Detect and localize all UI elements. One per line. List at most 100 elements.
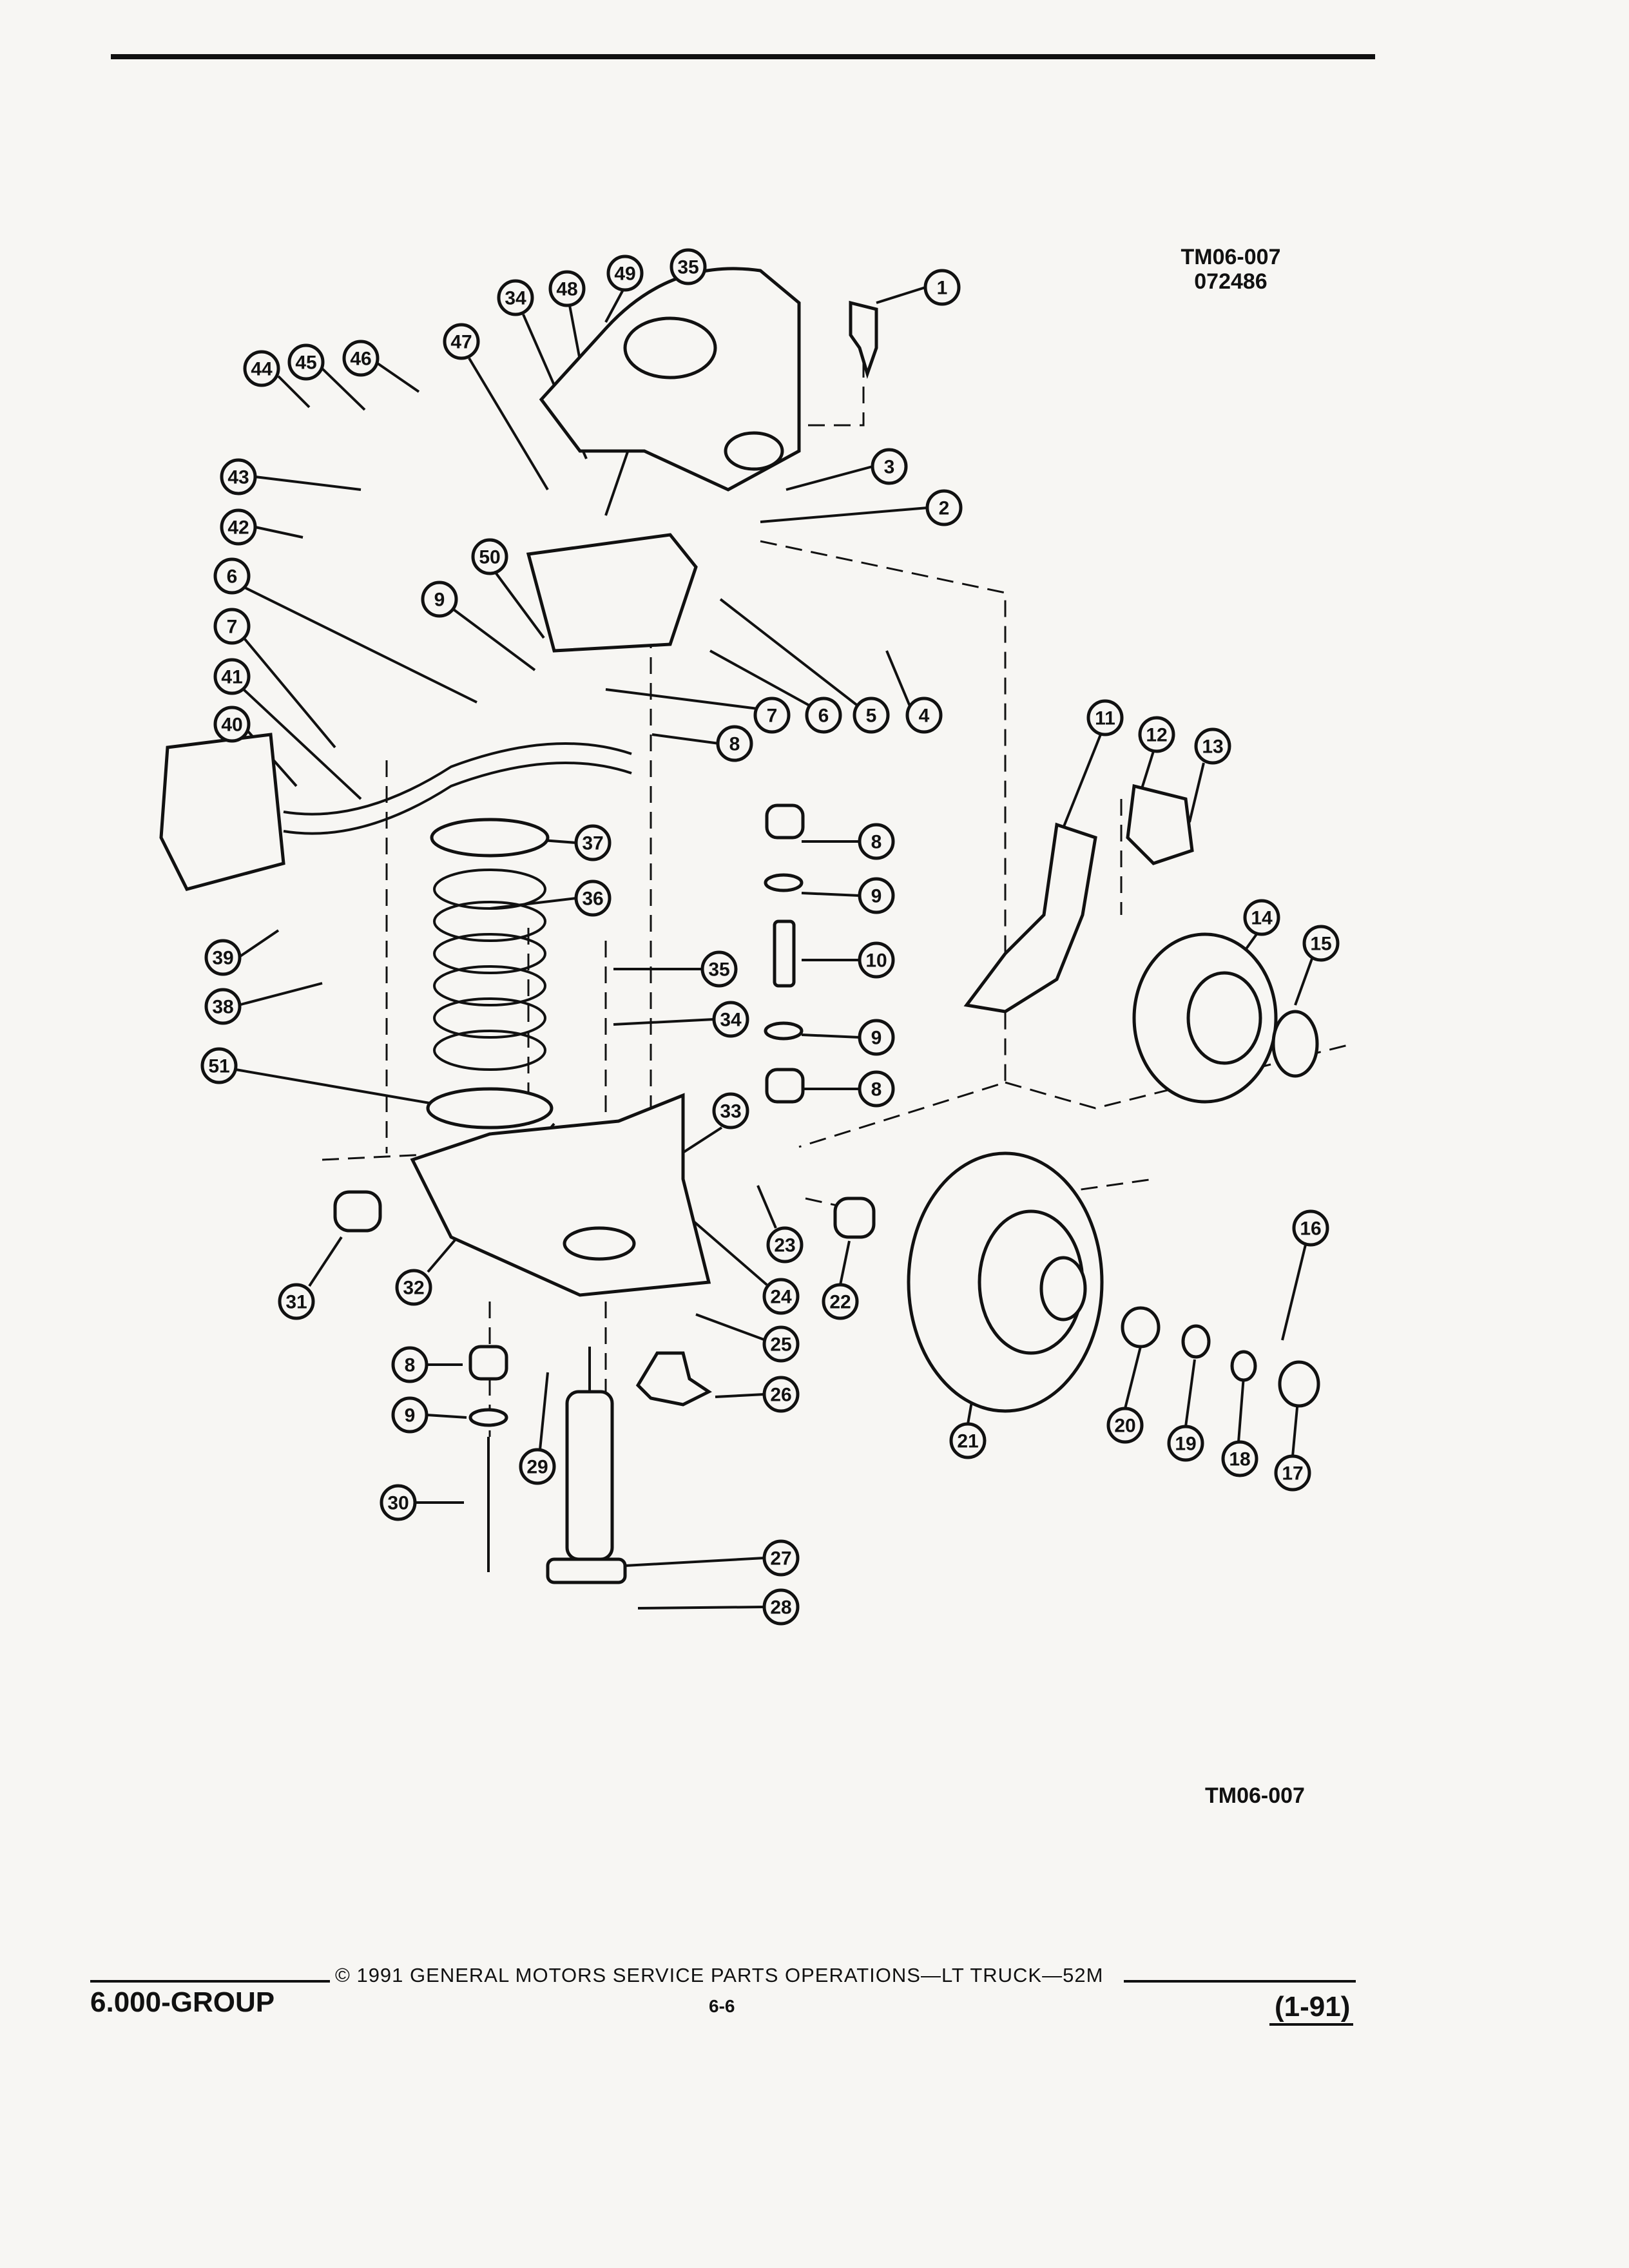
callout-24: 24 — [762, 1278, 800, 1315]
callout-circle — [278, 1283, 315, 1320]
callout-number: 2 — [939, 498, 950, 519]
lower-arm-bushing — [333, 1190, 382, 1233]
inner-bearing — [833, 1196, 876, 1239]
callout-number: 15 — [1310, 934, 1331, 955]
callout-49: 49 — [606, 255, 644, 292]
frame-rail-section — [159, 733, 285, 891]
callout-circle — [762, 1278, 800, 1315]
callout-12: 12 — [1138, 716, 1175, 753]
outer-bearing — [1121, 1306, 1161, 1349]
stabilizer-bar-edge — [283, 762, 632, 835]
callout-14: 14 — [1243, 899, 1280, 936]
callout-number: 17 — [1282, 1463, 1303, 1485]
callout-circle — [858, 877, 895, 914]
callout-9: 9 — [391, 1396, 429, 1434]
callout-number: 40 — [221, 715, 242, 736]
callout-9: 9 — [858, 877, 895, 914]
callout-31: 31 — [278, 1283, 315, 1320]
callout-number: 33 — [720, 1101, 741, 1122]
callout-47: 47 — [443, 323, 480, 360]
callout-circle — [391, 1396, 429, 1434]
callout-number: 51 — [208, 1056, 229, 1077]
callout-number: 9 — [434, 590, 445, 611]
callout-8: 8 — [716, 725, 753, 762]
callout-circle — [670, 248, 707, 285]
callout-6: 6 — [805, 697, 842, 734]
callout-30: 30 — [380, 1484, 417, 1521]
callout-33: 33 — [712, 1092, 749, 1129]
callout-circle — [1221, 1440, 1258, 1477]
upper-ball-joint-seat — [724, 431, 784, 471]
steering-knuckle — [963, 822, 1097, 1014]
footer-rule-right — [1124, 1980, 1356, 1983]
callout-number: 6 — [227, 566, 238, 588]
callout-15: 15 — [1302, 925, 1340, 962]
callout-circle — [574, 879, 612, 917]
upper-arm-bushing-seat — [623, 316, 717, 380]
callout-circle — [766, 1226, 804, 1264]
callout-6: 6 — [213, 557, 251, 595]
callout-circle — [471, 538, 508, 575]
callout-37: 37 — [574, 824, 612, 861]
callout-number: 46 — [350, 349, 371, 370]
callout-13: 13 — [1194, 727, 1231, 765]
callout-3: 3 — [871, 448, 908, 485]
steering-arm-bracket — [1126, 783, 1194, 865]
callout-number: 9 — [871, 1028, 882, 1049]
callout-circle — [574, 824, 612, 861]
callout-38: 38 — [204, 988, 242, 1025]
callout-number: 39 — [212, 948, 233, 969]
callout-circle — [858, 941, 895, 979]
callout-circle — [204, 988, 242, 1025]
callout-number: 1 — [937, 278, 948, 299]
callout-circle — [213, 658, 251, 695]
callout-number: 5 — [866, 706, 877, 727]
callout-circle — [1243, 899, 1280, 936]
callout-number: 8 — [871, 1079, 882, 1100]
callout-16: 16 — [1292, 1209, 1329, 1247]
callout-51: 51 — [200, 1047, 238, 1084]
callout-number: 9 — [405, 1405, 416, 1427]
callout-29: 29 — [519, 1448, 556, 1485]
callout-number: 37 — [582, 833, 603, 854]
callout-number: 47 — [450, 332, 472, 353]
callout-9: 9 — [858, 1019, 895, 1056]
oil-seal — [1271, 1010, 1319, 1078]
callout-20: 20 — [1106, 1407, 1144, 1444]
callout-41: 41 — [213, 658, 251, 695]
callout-circle — [871, 448, 908, 485]
callout-2: 2 — [925, 489, 963, 526]
callout-26: 26 — [762, 1376, 800, 1413]
callout-circle — [1086, 699, 1124, 736]
suspension-part-sketches — [159, 267, 1320, 1584]
callout-circle — [395, 1269, 432, 1306]
callout-circle — [762, 1376, 800, 1413]
callout-19: 19 — [1167, 1425, 1204, 1462]
callout-circle — [519, 1448, 556, 1485]
callout-5: 5 — [853, 697, 890, 734]
callout-27: 27 — [762, 1539, 800, 1577]
callout-8: 8 — [858, 823, 895, 860]
dust-cap — [1278, 1360, 1320, 1408]
upper-ball-joint — [849, 300, 878, 380]
callout-28: 28 — [762, 1588, 800, 1626]
callout-number: 35 — [677, 257, 699, 278]
callout-1: 1 — [923, 269, 961, 306]
callout-circle — [1106, 1407, 1144, 1444]
callout-circle — [1138, 716, 1175, 753]
stabilizer-bar — [283, 742, 632, 816]
callout-35: 35 — [700, 950, 738, 988]
callout-circle — [1274, 1454, 1311, 1492]
callout-circle — [391, 1346, 429, 1383]
callout-circle — [220, 458, 257, 495]
callout-circle — [712, 1001, 749, 1038]
callout-circle — [923, 269, 961, 306]
callout-42: 42 — [220, 508, 257, 546]
callout-circle — [213, 557, 251, 595]
callout-number: 8 — [871, 832, 882, 853]
callout-circle — [858, 1019, 895, 1056]
callout-number: 34 — [505, 288, 526, 309]
callout-circle — [1167, 1425, 1204, 1462]
